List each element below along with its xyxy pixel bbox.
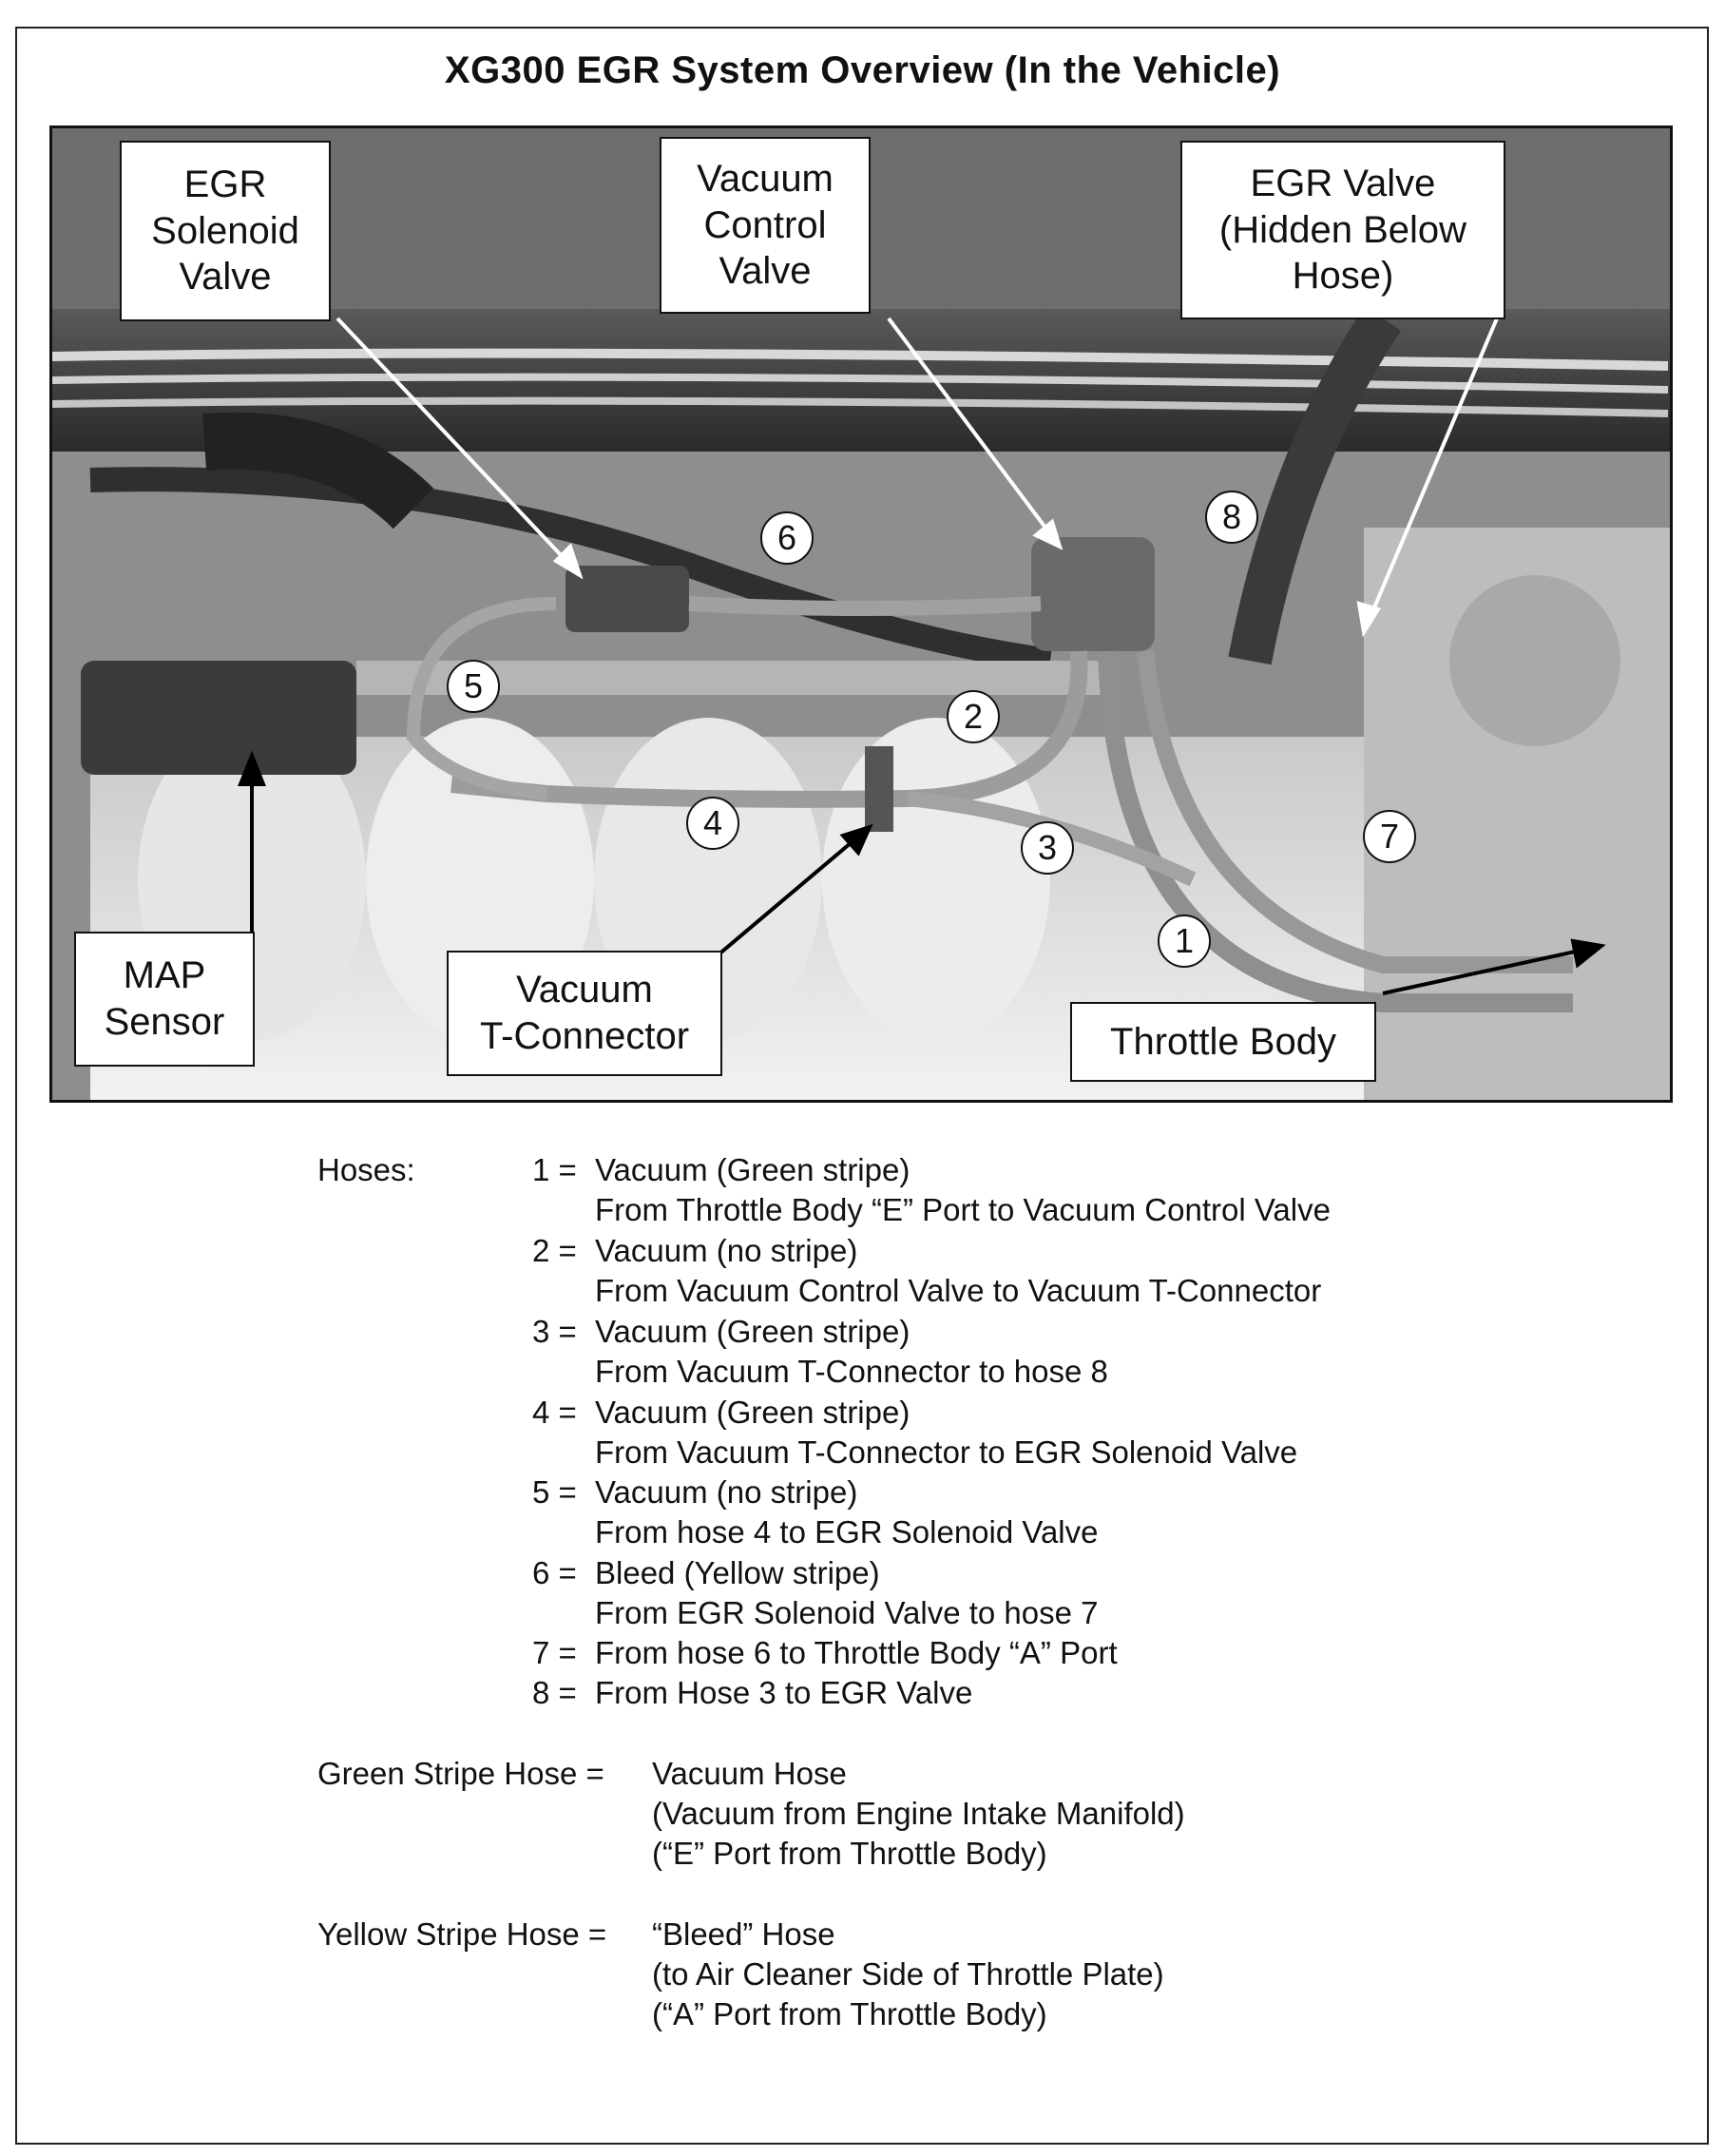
hose-4-type: Vacuum (Green stripe) [595, 1395, 910, 1430]
hose-number-8: 8 [1205, 491, 1258, 544]
yellow-stripe-line-1: “Bleed” Hose [652, 1916, 835, 1952]
hose-6-id: 6 = [532, 1555, 577, 1590]
hose-1-id: 1 = [532, 1152, 577, 1187]
hose-4-route: From Vacuum T-Connector to EGR Solenoid … [595, 1434, 1298, 1470]
hose-number-7: 7 [1363, 810, 1416, 863]
hose-4-id: 4 = [532, 1395, 577, 1430]
hose-number-2: 2 [947, 690, 1000, 743]
hose-6-type: Bleed (Yellow stripe) [595, 1555, 880, 1590]
throttle-body-label: Throttle Body [1070, 1002, 1376, 1082]
hose-2-route: From Vacuum Control Valve to Vacuum T-Co… [595, 1273, 1322, 1308]
egr-valve-arrowhead [1356, 601, 1382, 638]
vacuum-control-leader [887, 317, 1062, 549]
egr-solenoid-arrowhead [552, 543, 584, 580]
hose-7-tube [1137, 650, 1573, 973]
hose-number-3: 3 [1021, 821, 1074, 875]
yellow-stripe-line-3: (“A” Port from Throttle Body) [652, 1996, 1047, 2031]
hose-7-type: From hose 6 to Throttle Body “A” Port [595, 1635, 1118, 1670]
hose-8-type: From Hose 3 to EGR Valve [595, 1675, 973, 1710]
hose-3-route: From Vacuum T-Connector to hose 8 [595, 1354, 1108, 1389]
hose-3-type: Vacuum (Green stripe) [595, 1314, 910, 1349]
dark-leader-lines [238, 750, 1606, 995]
hose-2-type: Vacuum (no stripe) [595, 1233, 858, 1268]
hose-2-id: 2 = [532, 1233, 577, 1268]
leader-lines [335, 317, 1499, 638]
hose-5-route: From hose 4 to EGR Solenoid Valve [595, 1514, 1099, 1550]
hose-number-5: 5 [447, 660, 500, 713]
t-connector-leader [716, 825, 872, 957]
throttle-body-bore [1449, 575, 1620, 746]
dark-insulation [201, 412, 434, 529]
throttle-body-leader [1382, 944, 1602, 995]
hose-5-tube [406, 597, 557, 800]
hose-4-tube [450, 650, 1088, 808]
t-connector-arrowhead [839, 823, 873, 857]
egr-solenoid-valve-label: EGR Solenoid Valve [120, 141, 331, 321]
vacuum-control-valve-body [1031, 537, 1155, 651]
hose-3-id: 3 = [532, 1314, 577, 1349]
brake-line-2 [52, 373, 1669, 394]
green-stripe-label: Green Stripe Hose = [317, 1756, 604, 1791]
hose-5-type: Vacuum (no stripe) [595, 1474, 858, 1510]
hose-8-id: 8 = [532, 1675, 577, 1710]
page-frame [15, 27, 1709, 2145]
hose-6-tube [688, 596, 1042, 616]
egr-valve-label: EGR Valve (Hidden Below Hose) [1180, 141, 1505, 319]
vacuum-control-arrowhead [1032, 518, 1064, 550]
hose-number-4: 4 [686, 797, 739, 850]
vacuum-control-valve-label: Vacuum Control Valve [660, 137, 871, 314]
hose-1-type: Vacuum (Green stripe) [595, 1152, 910, 1187]
hose-1-tube [1098, 650, 1573, 1012]
egr-valve-leader [1362, 318, 1499, 633]
egr-solenoid-body [565, 566, 689, 632]
yellow-stripe-label: Yellow Stripe Hose = [317, 1916, 607, 1952]
hose-number-6: 6 [760, 511, 814, 565]
hoses-label: Hoses: [317, 1152, 415, 1187]
green-stripe-line-2: (Vacuum from Engine Intake Manifold) [652, 1796, 1185, 1831]
map-sensor-arrowhead [238, 750, 266, 786]
green-stripe-line-3: (“E” Port from Throttle Body) [652, 1836, 1047, 1871]
map-sensor-label: MAP Sensor [74, 932, 255, 1067]
egr-large-hose [1228, 306, 1402, 665]
hose-7-id: 7 = [532, 1635, 577, 1670]
vacuum-t-connector-label: Vacuum T-Connector [447, 951, 722, 1076]
yellow-stripe-line-2: (to Air Cleaner Side of Throttle Plate) [652, 1956, 1164, 1992]
hose-6-route: From EGR Solenoid Valve to hose 7 [595, 1595, 1099, 1630]
hose-5-id: 5 = [532, 1474, 577, 1510]
t-connector-body [865, 746, 893, 832]
map-sensor-body [81, 661, 356, 775]
hose-number-1: 1 [1158, 914, 1211, 968]
hose-1-route: From Throttle Body “E” Port to Vacuum Co… [595, 1192, 1331, 1227]
brake-line-3 [52, 396, 1669, 417]
egr-solenoid-leader [335, 317, 582, 577]
green-stripe-line-1: Vacuum Hose [652, 1756, 847, 1791]
dark-hose-main [89, 467, 1052, 673]
page-title: XG300 EGR System Overview (In the Vehicl… [444, 49, 1281, 91]
throttle-body-arrowhead [1570, 938, 1606, 969]
